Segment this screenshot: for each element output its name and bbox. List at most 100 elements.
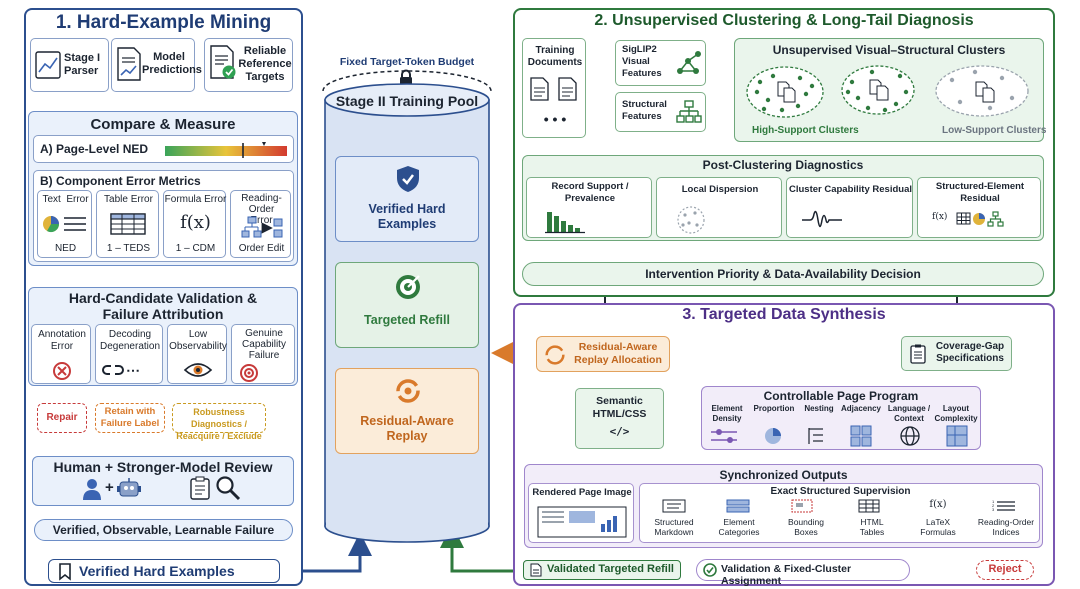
coverage-label: Coverage-Gap Specifications xyxy=(935,341,1005,364)
review-title: Human + Stronger-Model Review xyxy=(53,459,273,475)
page-image-icon xyxy=(537,506,627,538)
low-support-label: Low-Support Clusters xyxy=(942,125,1047,136)
svg-text:2: 2 xyxy=(992,503,995,508)
reading-order-icon xyxy=(241,216,283,238)
validation-assignment-box: Validation & Fixed-Cluster Assignment xyxy=(696,559,910,587)
page-program-box: Controllable Page Program xyxy=(701,386,981,450)
rendered-page-card: Rendered Page Image xyxy=(528,483,634,543)
metric-footer: Order Edit xyxy=(238,243,285,254)
diag-label: Record Support / Prevalence xyxy=(551,181,629,204)
feature-label: SigLIP2 Visual Features xyxy=(622,44,662,79)
metric-text-error: Text Error NED xyxy=(37,190,92,258)
category-label: Decoding Degeneration xyxy=(99,329,161,352)
validated-refill-label: Validated Targeted Refill xyxy=(547,563,674,575)
pool-item-label: Verified Hard Examples xyxy=(368,202,446,231)
supervision-label: HTML Tables xyxy=(859,517,885,537)
supervision-label: LaTeX Formulas xyxy=(920,517,956,537)
broken-link-icon xyxy=(102,365,124,375)
supervision-icons: 123 xyxy=(662,499,1015,513)
ned-gradient-bar xyxy=(165,142,287,158)
metric-title: Table Error xyxy=(104,194,153,205)
program-param-icons xyxy=(711,425,968,447)
formula-icon: f(x) xyxy=(180,212,211,233)
code-icon: </> xyxy=(609,425,630,438)
program-param: Proportion xyxy=(753,404,795,413)
clusters-title: Unsupervised Visual–Structural Clusters xyxy=(772,43,1006,57)
category-decoding-degeneration: Decoding Degeneration ⋯ xyxy=(95,324,163,384)
bookmark-icon xyxy=(59,563,71,581)
diagnostics-title: Post-Clustering Diagnostics xyxy=(702,158,864,172)
dispersion-icon xyxy=(677,206,705,234)
reject-label: Reject xyxy=(988,563,1022,575)
category-label: Genuine Capability Failure xyxy=(242,328,286,361)
shield-check-icon xyxy=(397,166,419,192)
pool-item-label: Residual-Aware Replay xyxy=(360,414,454,443)
program-param: Layout Complexity xyxy=(934,404,978,423)
category-label: Low Observability xyxy=(169,329,227,352)
hierarchy-icon xyxy=(676,100,702,123)
supervision-title: Exact Structured Supervision xyxy=(770,486,911,497)
documents-icon xyxy=(530,77,577,101)
validated-refill-box: Validated Targeted Refill xyxy=(523,560,681,580)
components-label: B) Component Error Metrics xyxy=(40,174,201,188)
structure-icons xyxy=(956,211,1004,227)
reject-box: Reject xyxy=(976,560,1034,580)
docs-more: • • • xyxy=(543,111,567,127)
plus-sign: + xyxy=(105,479,114,496)
program-param: Adjacency xyxy=(840,404,882,413)
compare-title: Compare & Measure xyxy=(90,116,236,133)
model-predictions-card: Model Predictions xyxy=(111,38,202,92)
program-param: Language / Context xyxy=(887,404,931,423)
latex-icon: f(x) xyxy=(929,499,947,510)
target-refill-icon xyxy=(396,275,420,299)
verified-examples-box: Verified Hard Examples xyxy=(48,559,280,583)
diag-label: Local Dispersion xyxy=(681,184,759,195)
graph-nodes-icon xyxy=(677,51,701,74)
verified-failure-box: Verified, Observable, Learnable Failure xyxy=(34,519,293,541)
diag-label: Structured-Element Residual xyxy=(935,181,1025,204)
references-label: Reliable Reference Targets xyxy=(238,45,292,83)
validation-title: Hard-Candidate Validation & Failure Attr… xyxy=(68,290,258,322)
verified-document-icon xyxy=(210,45,236,79)
spec-clipboard-icon xyxy=(910,344,926,364)
panel2-title: 2. Unsupervised Clustering & Long-Tail D… xyxy=(594,12,974,29)
pool-title: Stage II Training Pool xyxy=(335,93,479,109)
replay-icon xyxy=(396,379,420,403)
pool-item-refill: Targeted Refill xyxy=(335,262,479,348)
program-title: Controllable Page Program xyxy=(763,389,919,403)
outputs-title: Synchronized Outputs xyxy=(719,468,848,482)
pie-text-icon xyxy=(43,216,86,233)
docs-label: Training Documents xyxy=(527,45,583,68)
metric-table-error: Table Error 1 – TEDS xyxy=(96,190,159,258)
svg-text:1: 1 xyxy=(992,499,995,504)
structural-features-card: Structural Features xyxy=(615,92,706,132)
document-icon xyxy=(530,563,542,577)
panel3-title: 3. Targeted Data Synthesis xyxy=(682,306,886,323)
clipboard-icon xyxy=(190,476,210,500)
replay-icon xyxy=(545,345,565,365)
metric-title: Formula Error xyxy=(164,194,227,205)
verified-failure-label: Verified, Observable, Learnable Failure xyxy=(52,523,275,537)
decision-box: Intervention Priority & Data-Availabilit… xyxy=(522,262,1044,286)
budget-label: Fixed Target-Token Budget xyxy=(339,56,475,68)
cluster-scatter xyxy=(746,65,1029,118)
diag-label: Cluster Capability Residual xyxy=(788,184,912,195)
eye-icon xyxy=(183,363,213,377)
supervision-label: Reading-Order Indices xyxy=(977,517,1035,537)
rendered-label: Rendered Page Image xyxy=(532,487,632,498)
replay-allocation-box: Residual-Aware Replay Allocation xyxy=(536,336,670,372)
action-label: Retain with Failure Label xyxy=(100,406,160,429)
pool-item-replay: Residual-Aware Replay xyxy=(335,368,479,454)
parser-label: Stage I Parser xyxy=(64,52,101,77)
metric-title: Reading-Order Error xyxy=(241,193,282,226)
category-annotation-error: Annotation Error xyxy=(31,324,91,384)
table-icon xyxy=(110,213,146,235)
target-icon xyxy=(240,364,258,382)
review-box xyxy=(32,456,294,506)
semantic-html-box: Semantic HTML/CSS </> xyxy=(575,388,664,449)
diag-local-dispersion: Local Dispersion xyxy=(656,177,782,238)
check-circle-icon xyxy=(703,563,717,577)
action-label: Robustness Diagnostics / Reacquire / Exc… xyxy=(176,407,262,441)
predictions-label: Model Predictions xyxy=(142,51,202,76)
high-support-label: High-Support Clusters xyxy=(752,125,859,136)
